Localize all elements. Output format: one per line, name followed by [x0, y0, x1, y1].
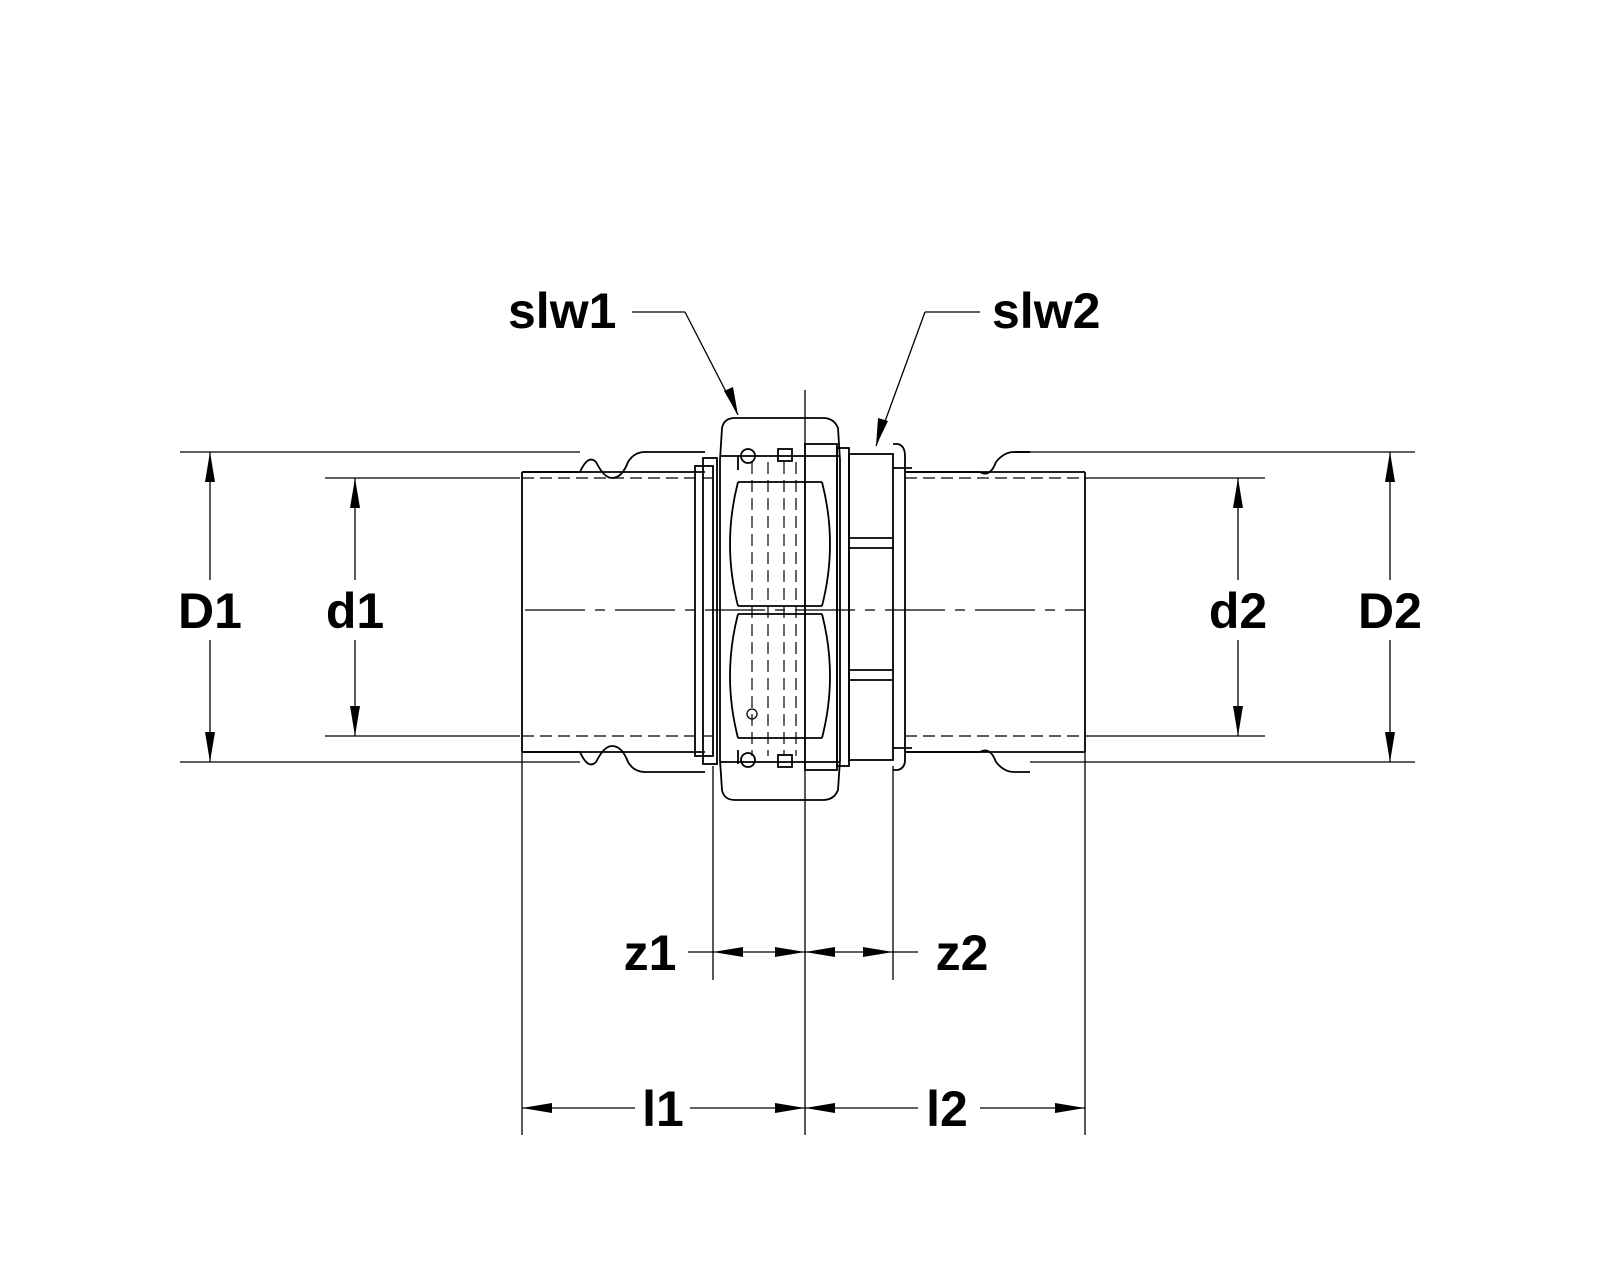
label-D1: D1 [178, 583, 242, 639]
label-D2: D2 [1358, 583, 1422, 639]
dimension-d2: d2 [1200, 478, 1276, 736]
dimension-l1: l1 [522, 1081, 805, 1137]
dimension-l2: l2 [805, 1081, 1085, 1137]
leader-slw2: slw2 [875, 283, 1100, 447]
label-z1: z1 [624, 925, 677, 981]
label-z2: z2 [936, 925, 989, 981]
label-l1: l1 [642, 1081, 684, 1137]
tailpiece-body [804, 443, 912, 771]
right-press-sleeve [905, 451, 1086, 773]
dimension-z1: z1 [624, 925, 805, 981]
leader-slw1: slw1 [508, 283, 739, 416]
dimension-D2: D2 [1348, 452, 1432, 762]
label-d2: d2 [1209, 583, 1267, 639]
dimension-d1: d1 [318, 478, 392, 736]
length-extension-lines [521, 752, 1086, 1135]
label-slw2: slw2 [992, 283, 1100, 339]
dimension-D1: D1 [170, 452, 250, 762]
left-press-sleeve [521, 451, 718, 773]
union-nut [719, 417, 841, 801]
dimension-z2: z2 [805, 925, 988, 981]
label-slw1: slw1 [508, 283, 616, 339]
label-l2: l2 [926, 1081, 968, 1137]
label-d1: d1 [326, 583, 384, 639]
diameter-extension-lines [180, 451, 1415, 763]
